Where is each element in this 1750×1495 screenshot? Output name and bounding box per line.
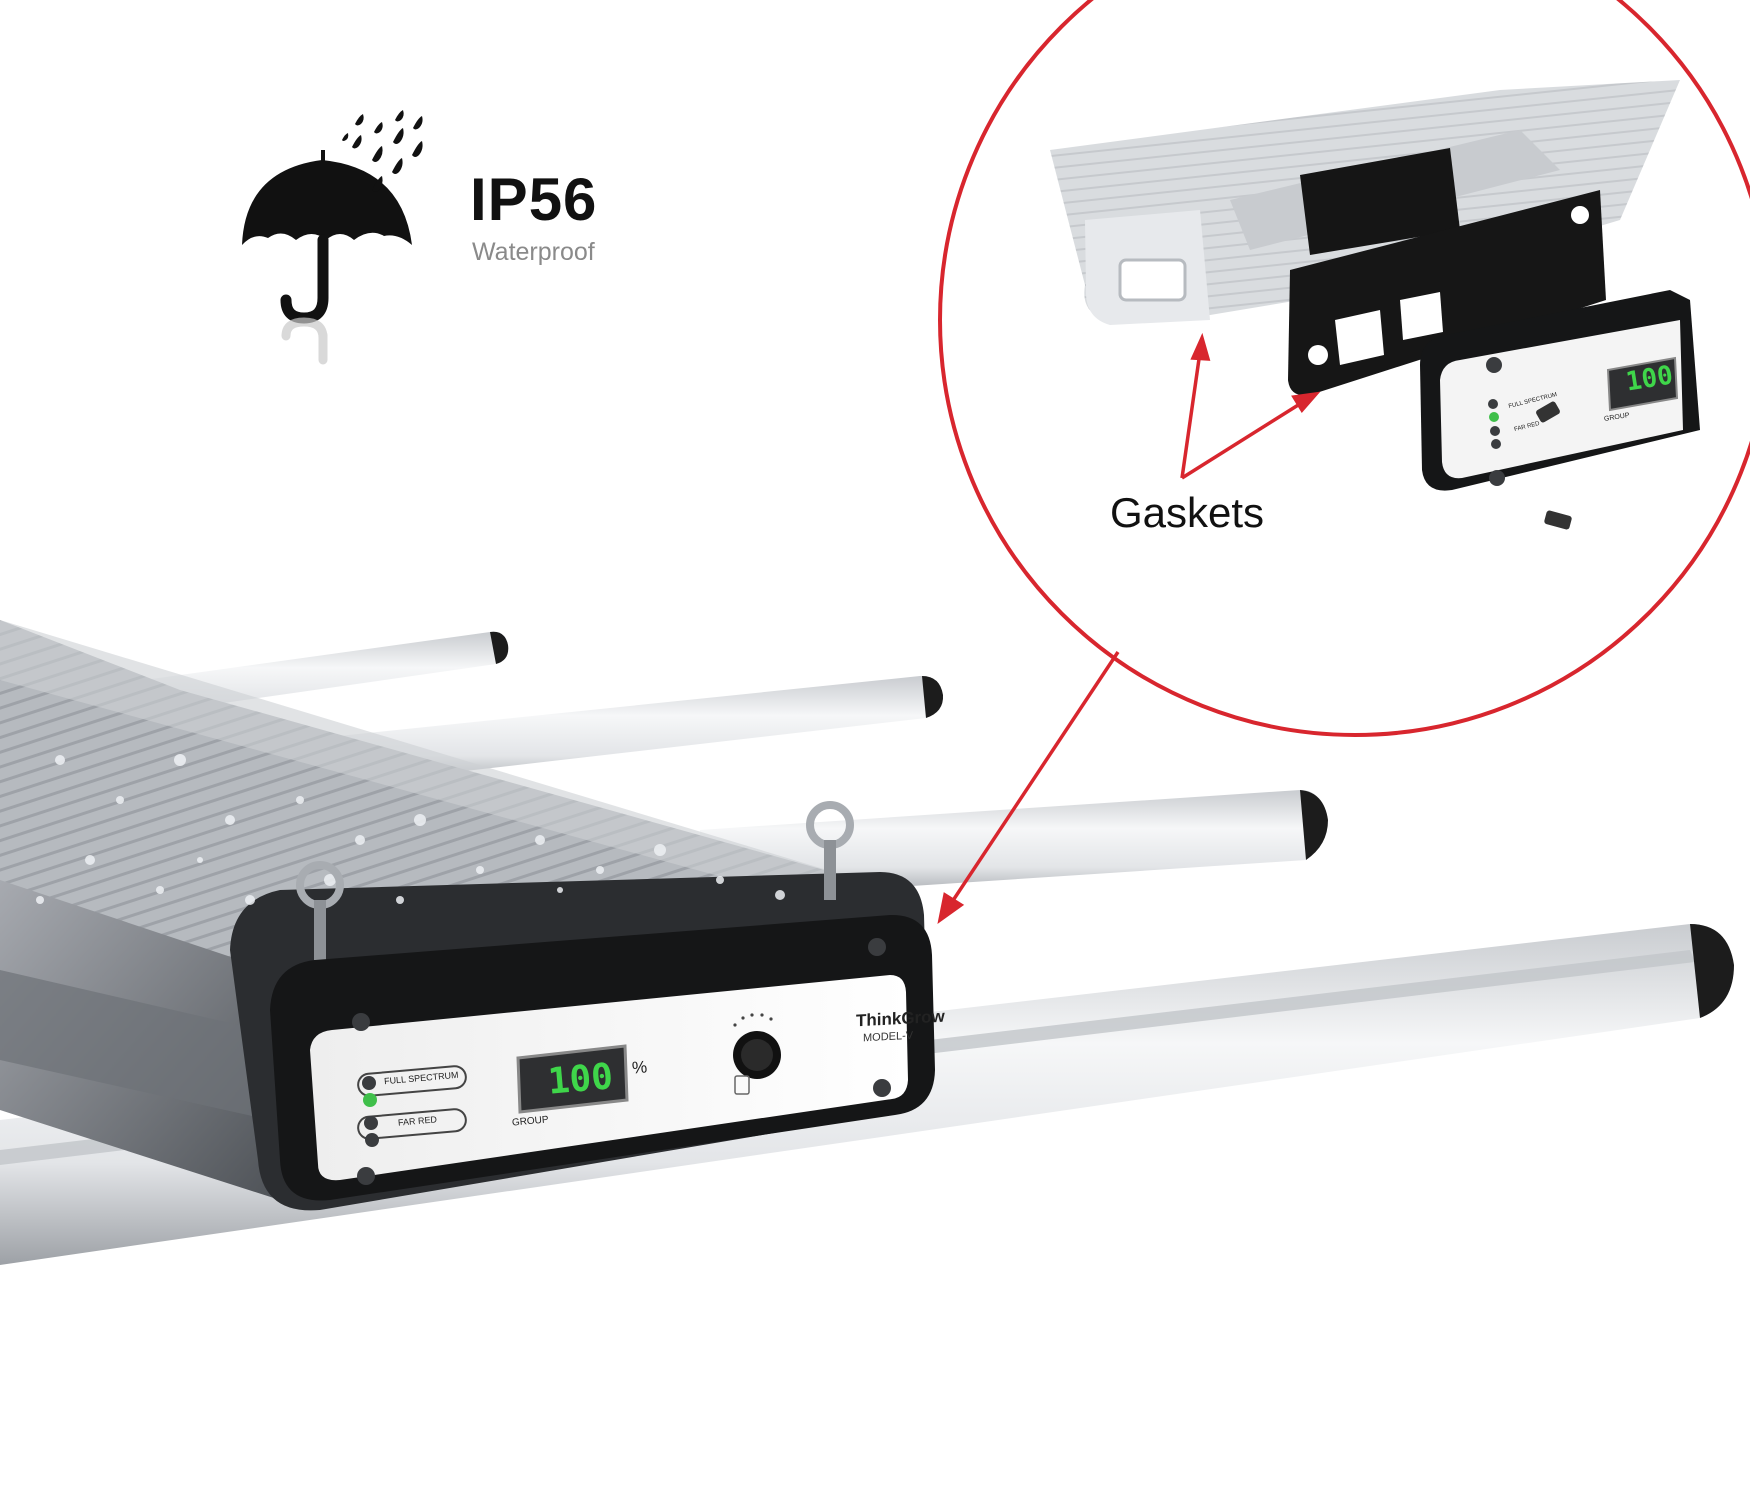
led-bar-back-3 [700, 790, 1328, 900]
ip-rating-title: IP56 [470, 166, 598, 233]
screw-icon [1536, 401, 1572, 530]
gasket-detail-callout [937, 0, 1750, 924]
brand-logo-text: ThinkGrow [856, 1006, 945, 1031]
display-unit: % [631, 1057, 648, 1078]
channel-indicator-group [357, 1065, 467, 1147]
water-droplets [36, 754, 785, 905]
gaskets-label: Gaskets [1110, 489, 1265, 536]
detail-display-value: 100 [1623, 360, 1676, 398]
eye-bolt-right [806, 801, 854, 900]
umbrella-rain-icon [242, 110, 423, 365]
percentage-display [516, 1044, 629, 1114]
display-value: 100 [546, 1056, 615, 1103]
gasket-arrows [937, 332, 1321, 924]
ip-rating-subtitle: Waterproof [472, 238, 595, 266]
eye-bolt-left [296, 861, 344, 960]
dimmer-knob[interactable] [733, 1013, 781, 1095]
